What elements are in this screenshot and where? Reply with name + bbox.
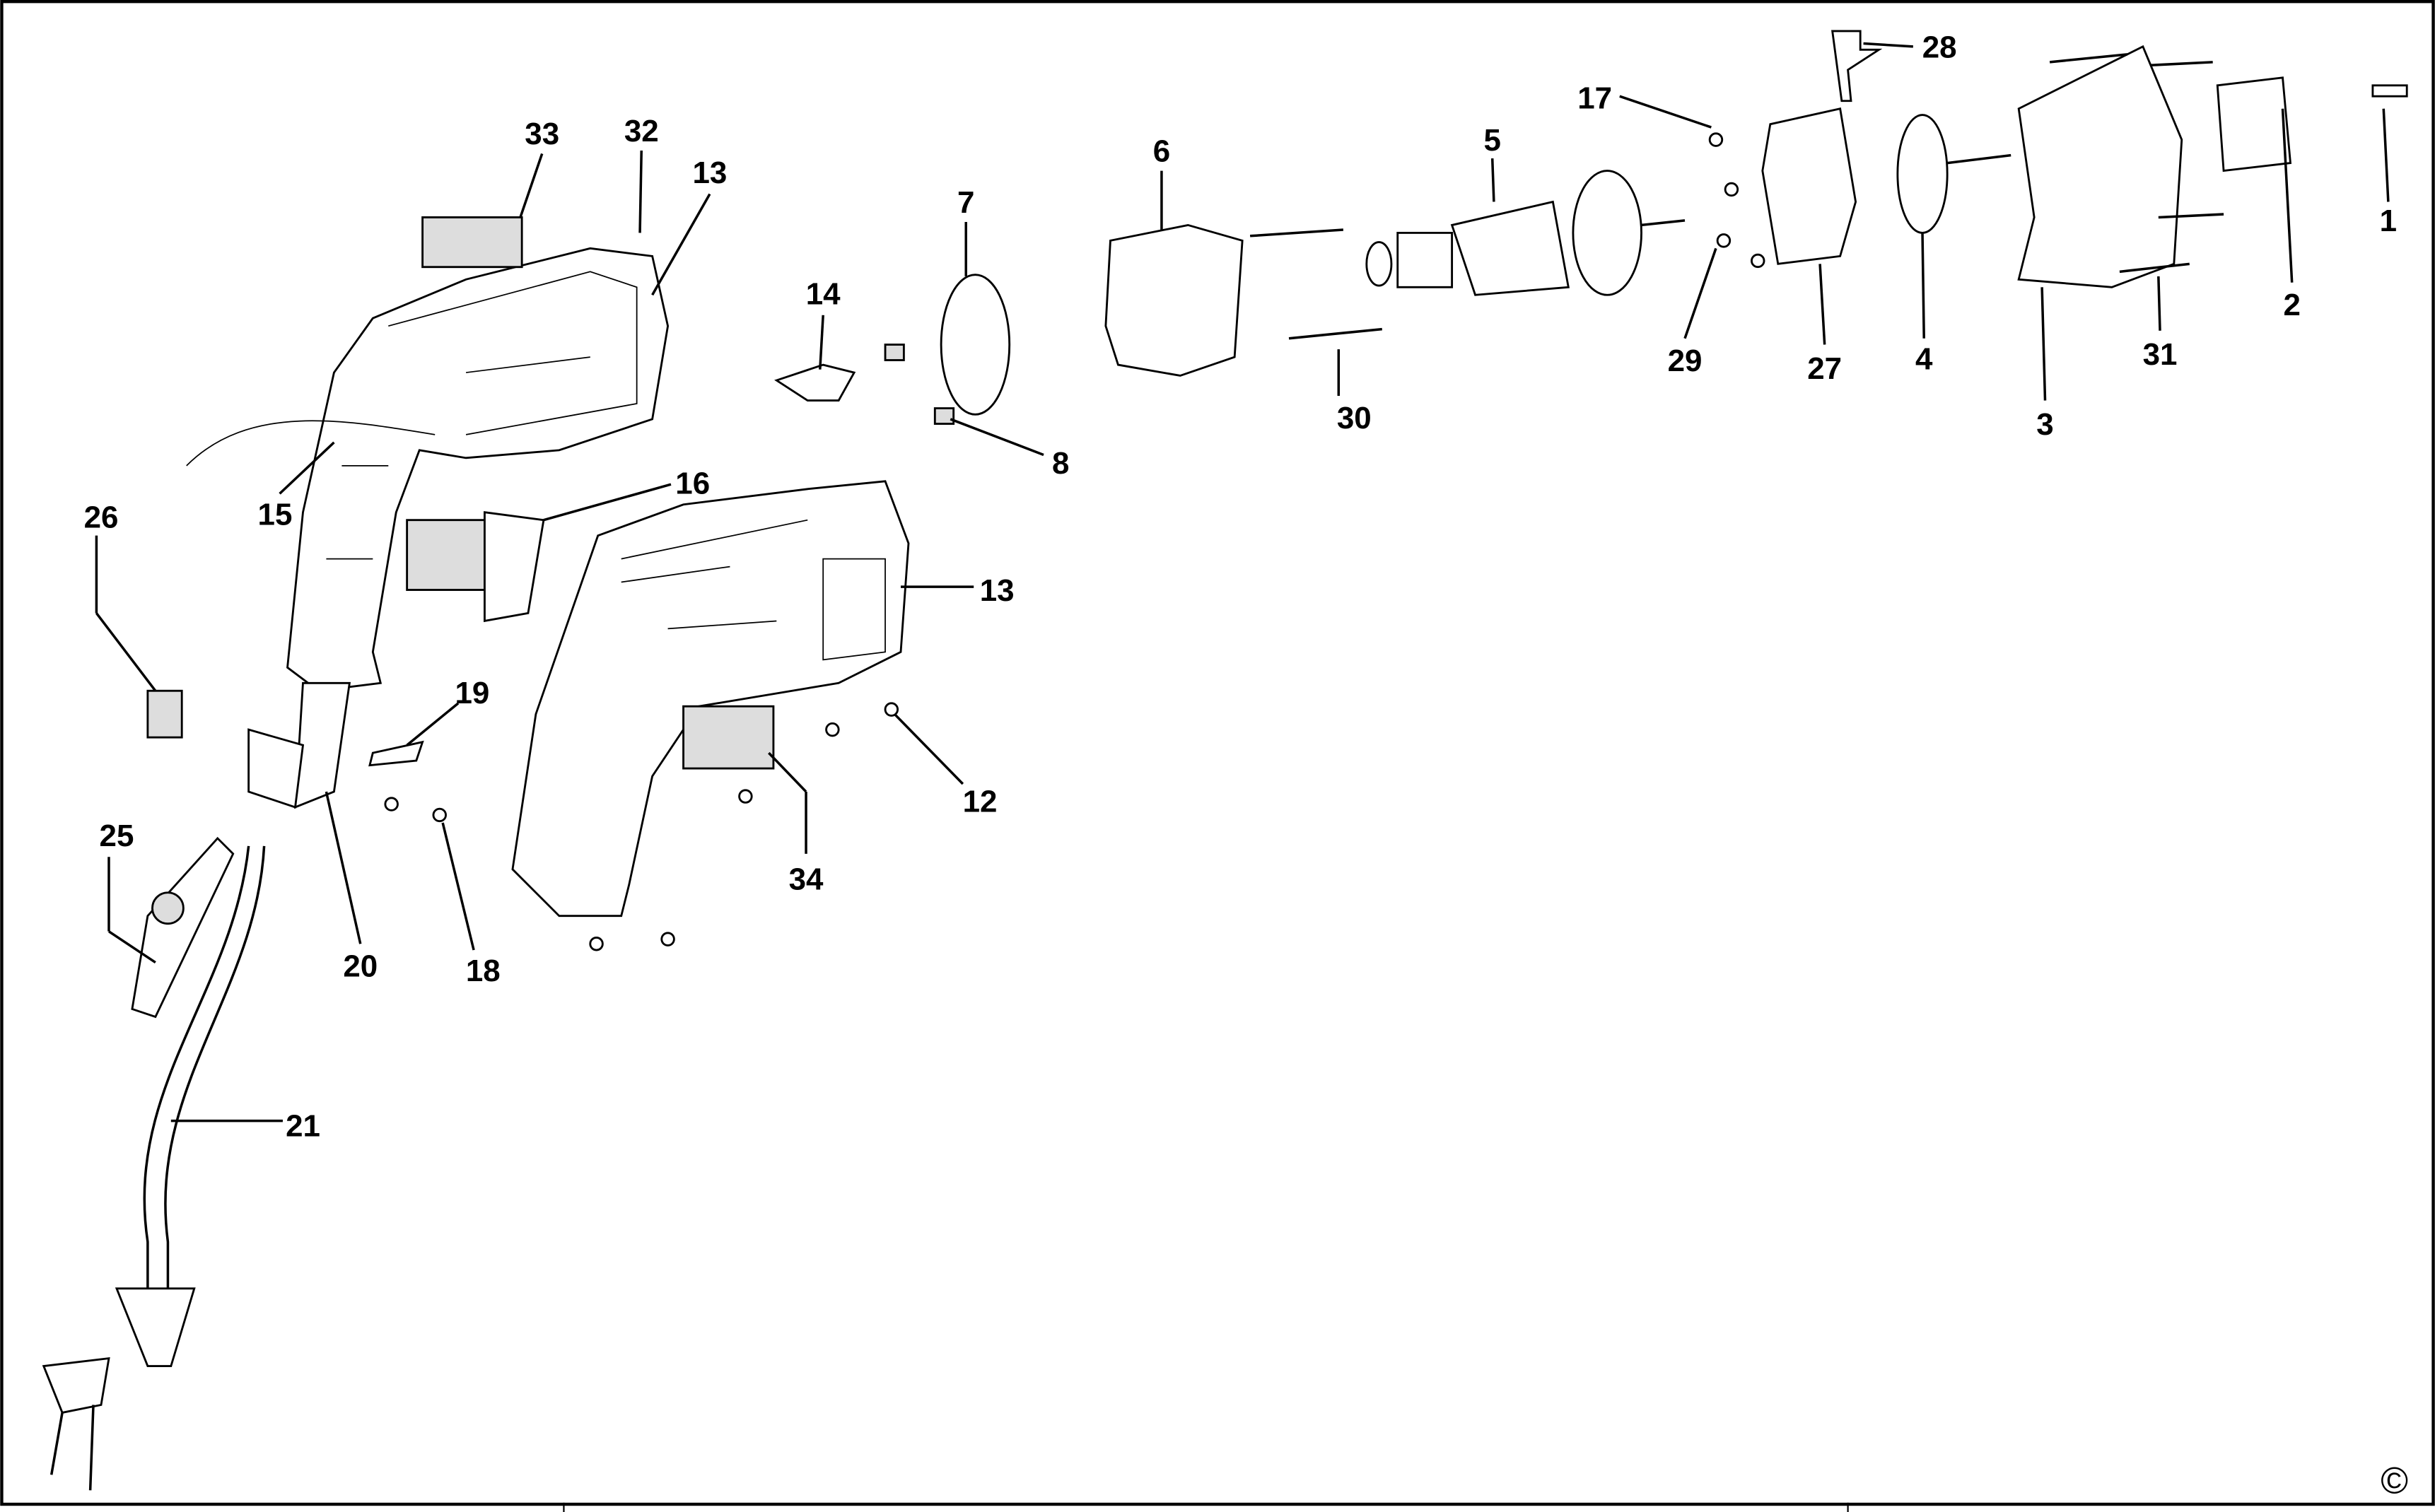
- part-label-3: 3: [2036, 407, 2053, 442]
- brush-plate: [368, 274, 1011, 767]
- part-label-27: 27: [1807, 351, 1842, 386]
- part-label-19: 19: [455, 676, 489, 710]
- leader-lines: [95, 42, 2390, 1123]
- part-label-17: 17: [1577, 81, 1612, 116]
- part-label-1: 1: [2380, 204, 2397, 238]
- part-label-31: 31: [2143, 337, 2178, 372]
- housing-right-half: [511, 480, 910, 918]
- part-label-8: 8: [1052, 446, 1069, 481]
- part-label-28: 28: [1922, 30, 1957, 64]
- part-label-6: 6: [1153, 134, 1170, 168]
- part-label-30: 30: [1337, 401, 1372, 435]
- part-label-2: 2: [2283, 288, 2300, 322]
- part-label-32: 32: [624, 114, 659, 148]
- part-label-20: 20: [343, 949, 378, 983]
- part-label-15: 15: [258, 497, 293, 532]
- part-label-21: 21: [286, 1109, 320, 1144]
- part-label-13-top: 13: [692, 156, 727, 190]
- part-label-18: 18: [466, 954, 501, 988]
- part-label-25: 25: [100, 819, 134, 853]
- gearbox: [1761, 30, 2408, 288]
- housing-left-half: [286, 216, 670, 692]
- part-labels: 1 2 3 4 5 6 7 8 12 13 13 14 15 16 17 18 …: [84, 30, 2397, 1143]
- screws: [384, 132, 1765, 951]
- part-label-29: 29: [1668, 344, 1703, 378]
- part-label-14: 14: [806, 276, 841, 311]
- part-label-13-right: 13: [980, 573, 1015, 608]
- part-label-34: 34: [789, 862, 824, 896]
- part-label-26: 26: [84, 500, 119, 535]
- part-label-4: 4: [1915, 342, 1933, 377]
- power-cord: [42, 420, 436, 1491]
- part-label-5: 5: [1483, 123, 1500, 158]
- part-label-12: 12: [963, 785, 998, 819]
- motor: [1104, 170, 1686, 377]
- copyright-symbol: ©: [2381, 1460, 2408, 1502]
- part-label-16: 16: [675, 466, 710, 500]
- part-label-7: 7: [957, 185, 974, 220]
- part-label-33: 33: [525, 117, 559, 151]
